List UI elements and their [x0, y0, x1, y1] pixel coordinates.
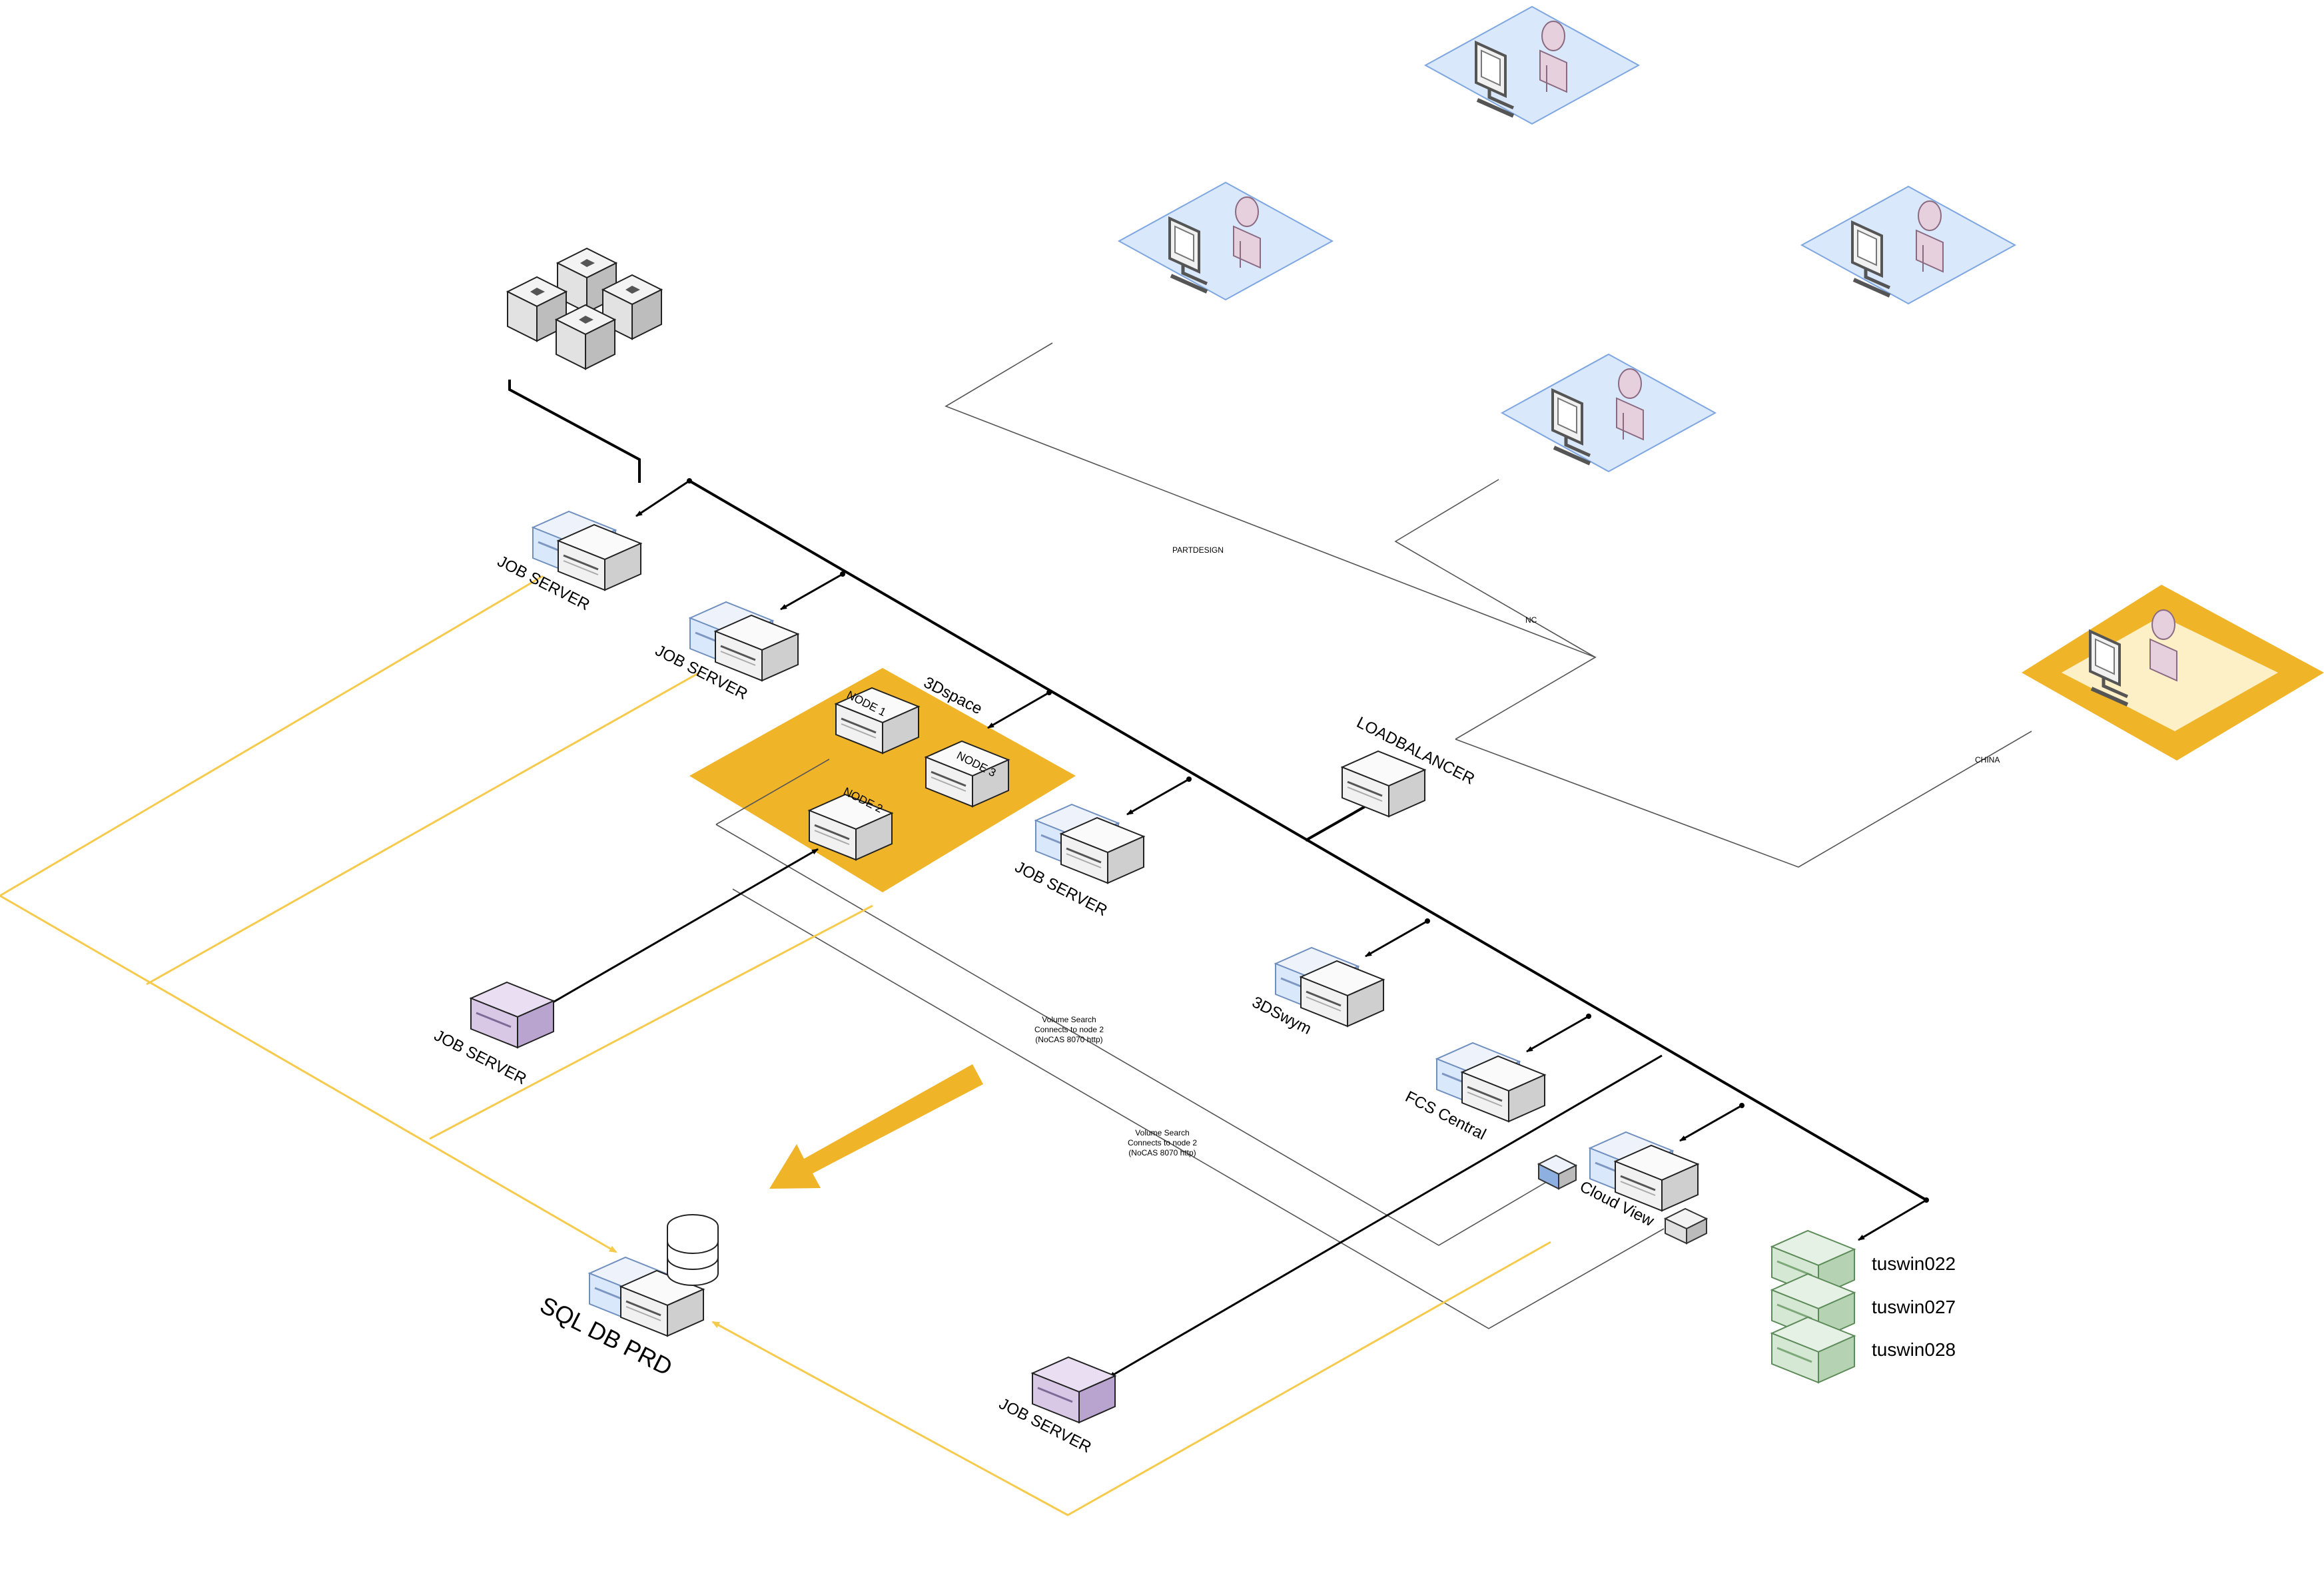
arrow-fcs: [1526, 1015, 1589, 1053]
yellow-line-3: [429, 904, 873, 1140]
cluster-to-jobserver-line: [508, 380, 641, 483]
backbone-arrows: [549, 479, 1927, 1379]
vs1-line3: (NoCAS 8070 http): [1035, 1035, 1102, 1044]
arrow-cloudview: [1679, 1104, 1743, 1142]
vs2-line3: (NoCAS 8070 http): [1128, 1148, 1196, 1157]
label-nc: NC: [1525, 615, 1537, 625]
3dspace-platform: [689, 668, 1076, 892]
user-site-china: [2089, 609, 2177, 707]
arrow-jobserver-2: [780, 573, 843, 611]
arrow-jobserver-3: [1126, 778, 1190, 816]
volume-search-note-1: Volume Search Connects to node 2 (NoCAS …: [1034, 1015, 1104, 1044]
link-china: [1455, 731, 2032, 868]
backbone: [508, 380, 1928, 1201]
arrow-jobserver-1: [635, 479, 690, 517]
user-site-left: [1119, 182, 1332, 300]
job-server-3: [1034, 803, 1145, 884]
vs2-line2: Connects to node 2: [1128, 1138, 1197, 1147]
label-china: CHINA: [1975, 755, 2000, 765]
volume-search-link-1: [715, 824, 1553, 1246]
job-server-purple-1: [470, 981, 555, 1049]
vs1-line2: Connects to node 2: [1034, 1025, 1104, 1034]
yellow-line-2: [146, 671, 700, 986]
storage-icon-grey: [1663, 1207, 1709, 1245]
label-partdesign: PARTDESIGN: [1172, 545, 1224, 555]
arrow-3dspace: [987, 691, 1050, 729]
lb-uplink: [1305, 801, 1373, 842]
arrow-tuswin: [1858, 1199, 1927, 1241]
job-server-purple-2: [1031, 1356, 1116, 1424]
volume-search-link-2: [732, 888, 1665, 1329]
storage-icon-blue: [1537, 1154, 1578, 1190]
user-site-middle: [1502, 354, 1715, 471]
arrow-3dswym: [1365, 920, 1428, 958]
junction-dots: [687, 478, 1929, 1203]
vs2-line1: Volume Search: [1135, 1128, 1189, 1137]
yellow-line-to-sql: [0, 894, 617, 1253]
loadbalancer-server: [1341, 750, 1426, 818]
yellow-line-from-cloudview: [711, 1241, 1551, 1516]
link-partdesign: [945, 342, 1597, 740]
user-site-right: [1802, 186, 2015, 304]
volume-search-note-2: Volume Search Connects to node 2 (NoCAS …: [1128, 1128, 1197, 1157]
label-tuswin028: tuswin028: [1872, 1339, 1956, 1360]
arrow-jobserver-to-node2: [549, 848, 819, 1006]
database-icon: [667, 1214, 719, 1286]
label-tuswin027: tuswin027: [1872, 1297, 1956, 1317]
replication-lines: [0, 575, 1551, 1516]
link-node-a: [715, 759, 830, 825]
link-nc: [1394, 479, 1596, 658]
wan-links: [715, 342, 2032, 1329]
yellow-line-1: [0, 575, 544, 897]
line-jobserver-bottom: [1108, 1054, 1663, 1379]
label-tuswin022: tuswin022: [1872, 1253, 1956, 1274]
vs1-line1: Volume Search: [1042, 1015, 1096, 1024]
user-site-top: [1425, 7, 1639, 124]
server-cluster-icon: [507, 248, 662, 370]
direction-arrow: [769, 1064, 983, 1189]
